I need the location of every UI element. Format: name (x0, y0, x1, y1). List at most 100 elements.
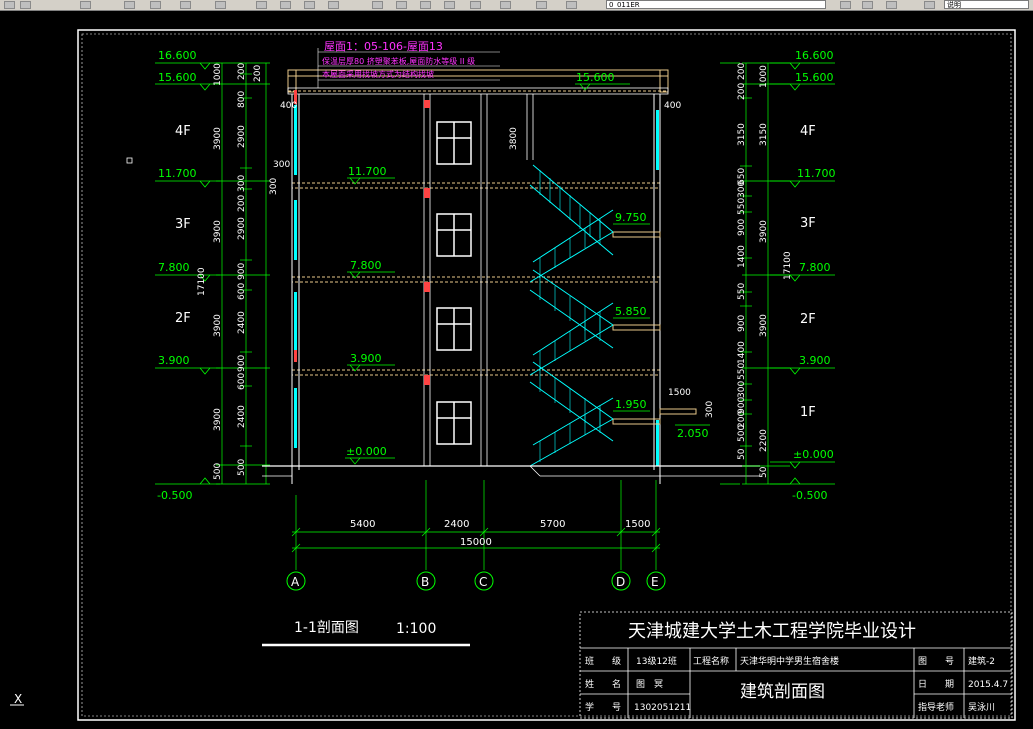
right-dim-outer-1: 1000 (759, 65, 769, 88)
floor-label-4f-right: 4F (800, 124, 816, 139)
dim-300-side: 300 (269, 178, 279, 195)
text-style-combo[interactable]: 说明 (944, 0, 1029, 9)
left-elev-15600: 15.600 (158, 71, 197, 84)
left-elev-minus0500: -0.500 (157, 489, 192, 502)
left-dim-total: 17100 (197, 267, 207, 296)
left-dim-inner-2: 200 (253, 65, 263, 82)
right-dim-inner-1: 200 (737, 63, 747, 80)
right-dim-inner-15: 200 (737, 411, 747, 428)
roof-annotation: 屋面1：05-106-屋面13 保温层厚80 挤塑聚苯板,屋面防水等级 II 级… (317, 40, 500, 88)
left-dim-inner-10: 2400 (237, 311, 247, 334)
axis-e: E (651, 575, 659, 589)
right-elev-minus0500: -0.500 (792, 489, 827, 502)
toolbar-button-cut[interactable] (124, 1, 135, 9)
zoom-realtime-icon[interactable] (280, 1, 291, 9)
title-block-class-label: 班 级 (585, 655, 621, 667)
right-dim-outer-5: 2200 (759, 429, 769, 452)
layer-isolate-icon[interactable] (886, 1, 897, 9)
floor-label-4f: 4F (175, 124, 191, 139)
left-dim-inner-8: 900 (237, 263, 247, 280)
toolbar-button-copy[interactable] (150, 1, 161, 9)
canopy-level-2050: 2.050 (677, 427, 709, 440)
right-elev-3900: 3.900 (799, 354, 831, 367)
floor-level-7800: 7.800 (350, 259, 382, 272)
bottom-dimension-lines (291, 480, 661, 570)
zoom-window-icon[interactable] (304, 1, 315, 9)
right-dim-inner-13: 300 (737, 381, 747, 398)
toolbar-button-redo[interactable] (215, 1, 226, 9)
design-center-icon[interactable] (396, 1, 407, 9)
right-dim-inner-9: 550 (737, 283, 747, 300)
bottom-dimension-texts: 5400 2400 5700 1500 15000 (350, 519, 650, 548)
dim-300-top: 300 (273, 160, 290, 170)
right-dim-inner-7: 900 (737, 219, 747, 236)
right-dim-inner-10: 900 (737, 315, 747, 332)
text-style-icon[interactable] (924, 1, 935, 9)
title-block-date-value: 2015.4.7 (968, 680, 1008, 690)
right-dim-inner-6: 550 (737, 198, 747, 215)
left-dim-inner-9: 600 (237, 283, 247, 300)
right-dimension-lines (720, 62, 790, 485)
roof-level-label: 15.600 (576, 71, 615, 84)
axis-markers: A B C D E (286, 571, 666, 591)
toolbar-button-open[interactable] (4, 1, 15, 9)
floor-label-2f: 2F (175, 311, 191, 326)
title-block-name-label: 姓 名 (585, 678, 621, 690)
right-dim-inner-4: 650 (737, 168, 747, 185)
layer-state-icon[interactable] (566, 1, 577, 9)
right-elev-7800: 7.800 (799, 261, 831, 274)
cad-toolbar: 0_011ER 说明 (0, 0, 1033, 11)
floor-label-2f-right: 2F (800, 312, 816, 327)
floor-level-0000: ±0.000 (346, 445, 387, 458)
layer-combo[interactable]: 0_011ER (606, 0, 826, 9)
right-dim-inner-8: 1400 (737, 245, 747, 268)
floor-label-3f-right: 3F (800, 216, 816, 231)
drawing-outer-frame (77, 29, 1016, 721)
layer-manager-icon[interactable] (536, 1, 547, 9)
left-elev-3900: 3.900 (158, 354, 190, 367)
dim-1500-canopy: 1500 (668, 388, 691, 398)
dim-3800: 3800 (509, 127, 519, 150)
cad-drawing-area[interactable]: 16.600 15.600 11.700 7.800 3.900 -0.500 … (0, 10, 1033, 729)
properties-icon[interactable] (372, 1, 383, 9)
tool-palette-icon[interactable] (420, 1, 431, 9)
landing-level-9750: 9.750 (615, 211, 647, 224)
right-dim-outer-2: 3150 (759, 123, 769, 146)
right-dim-inner-12: 550 (737, 363, 747, 380)
right-dim-total: 17100 (783, 251, 793, 280)
zoom-previous-icon[interactable] (328, 1, 339, 9)
toolbar-button-print[interactable] (80, 1, 91, 9)
sheet-set-icon[interactable] (444, 1, 455, 9)
right-dim-outer-3: 3900 (759, 220, 769, 243)
right-dim-inner-3: 3150 (737, 123, 747, 146)
misc-dimension-texts: 400 400 300 300 3800 1500 300 (269, 101, 715, 418)
zoom-pan-icon[interactable] (256, 1, 267, 9)
bottom-dim-total: 15000 (460, 537, 492, 548)
axis-d: D (616, 575, 625, 589)
help-icon[interactable] (500, 1, 511, 9)
left-dim-inner-7: 2900 (237, 217, 247, 240)
roof-annotation-line3: 本屋面采用找坡方式为结构找坡 (322, 69, 434, 79)
right-dim-outer-4: 3900 (759, 314, 769, 337)
layer-previous-icon[interactable] (862, 1, 873, 9)
right-dim-inner-16: 500 (737, 425, 747, 442)
right-dim-inner-5: 300 (737, 181, 747, 198)
title-block-advisor-value: 吴泳川 (968, 701, 995, 713)
calculator-icon[interactable] (470, 1, 481, 9)
toolbar-button-undo[interactable] (180, 1, 191, 9)
title-block-class-value: 13级12班 (636, 655, 677, 667)
left-dim-outer-1: 1000 (213, 63, 223, 86)
floor-label-3f: 3F (175, 217, 191, 232)
axis-b: B (421, 575, 429, 589)
toolbar-button-save[interactable] (20, 1, 31, 9)
left-dim-inner-13: 2400 (237, 405, 247, 428)
match-layer-icon[interactable] (840, 1, 851, 9)
bottom-dim-1500: 1500 (625, 519, 650, 530)
left-dim-outer-2: 3900 (213, 127, 223, 150)
dim-400-right: 400 (664, 101, 681, 111)
grip-square[interactable] (126, 157, 133, 164)
dim-300-canopy: 300 (705, 401, 715, 418)
left-dim-inner-4: 2900 (237, 125, 247, 148)
left-dim-inner-12: 600 (237, 373, 247, 390)
left-elev-11700: 11.700 (158, 167, 197, 180)
